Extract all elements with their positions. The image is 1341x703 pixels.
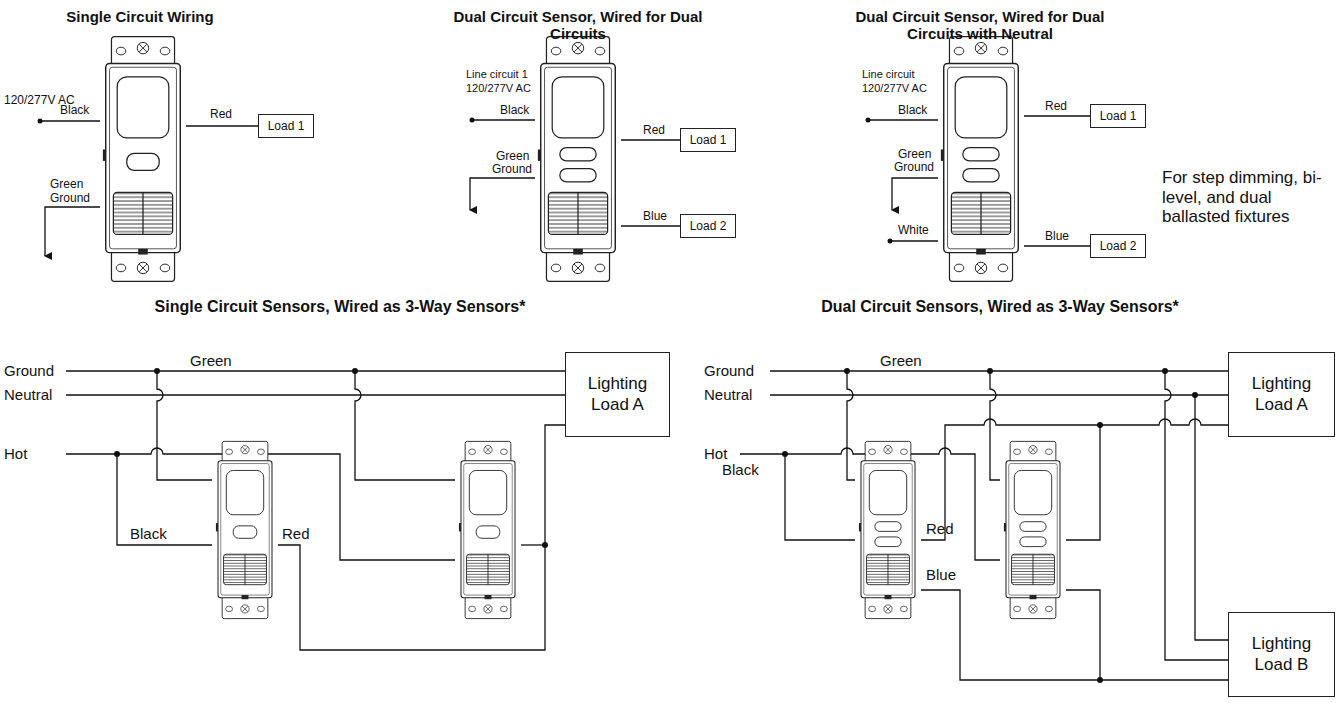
- load-box: Lighting Load A: [565, 352, 670, 437]
- wire-label: 120/277V AC: [466, 82, 531, 95]
- section-heading: Dual Circuit Sensor, Wired for Dual Circ…: [453, 8, 703, 43]
- load-box: Load 1: [680, 128, 736, 152]
- wire-label: Green: [898, 148, 931, 162]
- load-label: Lighting Load A: [1237, 374, 1326, 415]
- load-box: Load 1: [258, 114, 314, 138]
- load-label: Load 1: [1100, 109, 1137, 123]
- wire-label: Green: [50, 178, 83, 192]
- wire-label: Line circuit: [862, 68, 915, 81]
- wire-label: Black: [722, 461, 759, 478]
- wire-label: Red: [282, 525, 310, 542]
- wire-label: Neutral: [4, 386, 52, 403]
- sensor-illustration: [459, 441, 515, 618]
- wire-label: Red: [1045, 100, 1067, 114]
- wire-label: Green: [880, 352, 922, 369]
- wire-label: Black: [898, 104, 927, 118]
- wire-label: Green: [190, 352, 232, 369]
- section-heading: Dual Circuit Sensor, Wired for Dual Circ…: [830, 8, 1130, 43]
- load-label: Load 1: [268, 119, 305, 133]
- wire-label: Ground: [704, 362, 754, 379]
- load-box: Lighting Load B: [1228, 612, 1335, 697]
- wire-label: Green: [496, 150, 529, 164]
- load-box: Load 2: [1090, 234, 1146, 258]
- note-text: For step dimming, bi-level, and dual bal…: [1162, 168, 1338, 227]
- sensor-illustration: [103, 37, 180, 282]
- wire-label: Black: [500, 104, 529, 118]
- load-label: Load 2: [690, 219, 727, 233]
- wire-label: Line circuit 1: [466, 68, 528, 81]
- wire-label: Ground: [492, 163, 532, 177]
- wire-label: Black: [60, 104, 89, 118]
- wire-label: Red: [926, 520, 954, 537]
- wire-label: Blue: [1045, 230, 1069, 244]
- load-box: Load 1: [1090, 104, 1146, 128]
- wire-label: Black: [130, 525, 167, 542]
- sensor-illustration: [216, 441, 272, 618]
- section-heading: Single Circuit Sensors, Wired as 3-Way S…: [120, 298, 560, 316]
- load-label: Lighting Load A: [574, 374, 661, 415]
- sensor-illustration: [941, 37, 1018, 282]
- wire-label: Blue: [926, 566, 956, 583]
- sensor-illustration: [1004, 441, 1060, 618]
- wire-label: Ground: [894, 161, 934, 175]
- load-label: Load 2: [1100, 239, 1137, 253]
- load-box: Load 2: [680, 214, 736, 238]
- section-heading: Dual Circuit Sensors, Wired as 3-Way Sen…: [780, 298, 1220, 316]
- wire-label: Blue: [643, 210, 667, 224]
- wire-label: Red: [210, 108, 232, 122]
- wire-label: Hot: [704, 445, 727, 462]
- load-label: Lighting Load B: [1237, 634, 1326, 675]
- wire-label: Neutral: [704, 386, 752, 403]
- wire-label: Ground: [50, 192, 90, 206]
- sensor-illustration: [859, 441, 915, 618]
- load-box: Lighting Load A: [1228, 352, 1335, 437]
- wire-label: White: [898, 224, 929, 238]
- load-label: Load 1: [690, 133, 727, 147]
- wire-label: Hot: [4, 445, 27, 462]
- wire-label: Red: [643, 124, 665, 138]
- wire-label: 120/277V AC: [862, 82, 927, 95]
- section-heading: Single Circuit Wiring: [20, 8, 260, 25]
- wire-label: Ground: [4, 362, 54, 379]
- sensor-illustration: [538, 37, 615, 282]
